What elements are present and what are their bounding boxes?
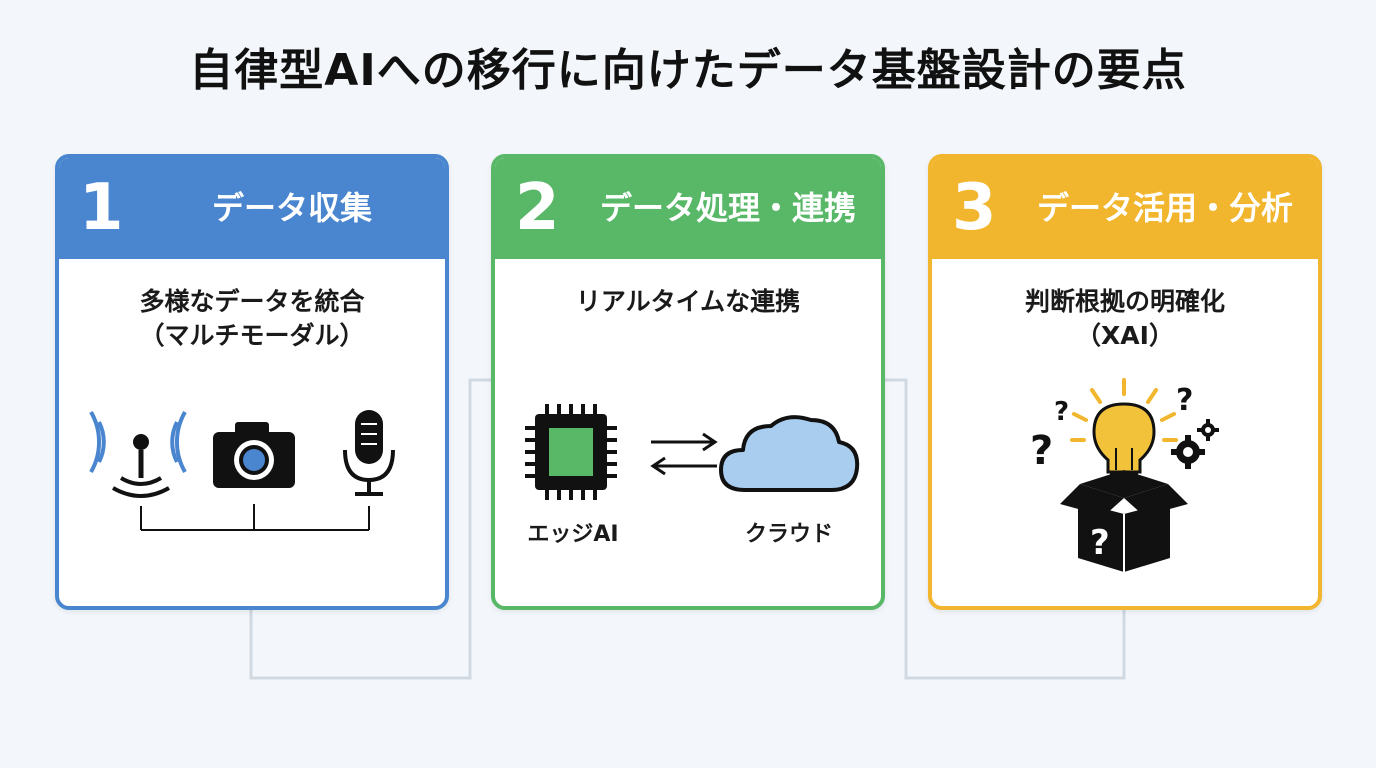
antenna-icon <box>89 411 187 498</box>
card-header: 2 データ処理・連携 <box>495 158 881 259</box>
svg-text:?: ? <box>1090 523 1110 563</box>
card-subtitle-line1: リアルタイムな連携 <box>575 287 801 316</box>
card-number: 3 <box>952 171 997 245</box>
card-subtitle-line1: 多様なデータを統合 <box>139 287 365 316</box>
card-header: 1 データ収集 <box>59 158 445 259</box>
gear-icon <box>1197 419 1219 441</box>
card-header: 3 データ活用・分析 <box>932 158 1318 259</box>
camera-icon <box>213 422 295 488</box>
card-subtitle: 多様なデータを統合 （マルチモーダル） <box>59 285 445 353</box>
card-data-collection: 1 データ収集 多様なデータを統合 （マルチモーダル） <box>55 154 449 610</box>
cloud-icon <box>719 415 860 492</box>
card-title: データ収集 <box>211 189 372 227</box>
edge-ai-label: エッジAI <box>527 522 619 547</box>
gear-icon <box>1171 435 1205 469</box>
question-box-icon: ? <box>1060 470 1188 572</box>
chip-icon <box>525 404 617 500</box>
question-mark-icon: ? <box>1030 428 1053 474</box>
multimodal-illustration <box>89 410 395 531</box>
card-title: データ処理・連携 <box>599 189 856 227</box>
page-title: 自律型AIへの移行に向けたデータ基盤設計の要点 <box>189 45 1187 96</box>
card-subtitle-line2: （マルチモーダル） <box>139 321 365 350</box>
card-subtitle: リアルタイムな連携 <box>495 285 881 319</box>
card-subtitle-line2: （XAI） <box>1076 321 1174 350</box>
card-data-processing: 2 データ処理・連携 リアルタイムな連携 <box>491 154 885 610</box>
edge-cloud-illustration <box>525 404 860 500</box>
microphone-icon <box>343 410 395 496</box>
question-mark-icon: ? <box>1176 383 1193 418</box>
card-title: データ活用・分析 <box>1036 189 1293 227</box>
card-subtitle-line1: 判断根拠の明確化 <box>1024 287 1225 316</box>
question-mark-icon: ? <box>1054 397 1069 427</box>
bracket-lines <box>140 504 370 531</box>
card-data-utilization: 3 データ活用・分析 判断根拠の明確化 （XAI） <box>928 154 1322 610</box>
card-subtitle: 判断根拠の明確化 （XAI） <box>932 285 1318 353</box>
card-number: 2 <box>515 171 560 245</box>
light-rays <box>1070 378 1178 442</box>
exchange-arrows-icon <box>650 432 718 476</box>
xai-illustration: ? ? ? <box>1030 378 1219 572</box>
card-number: 1 <box>79 171 124 245</box>
cloud-label: クラウド <box>744 522 833 547</box>
